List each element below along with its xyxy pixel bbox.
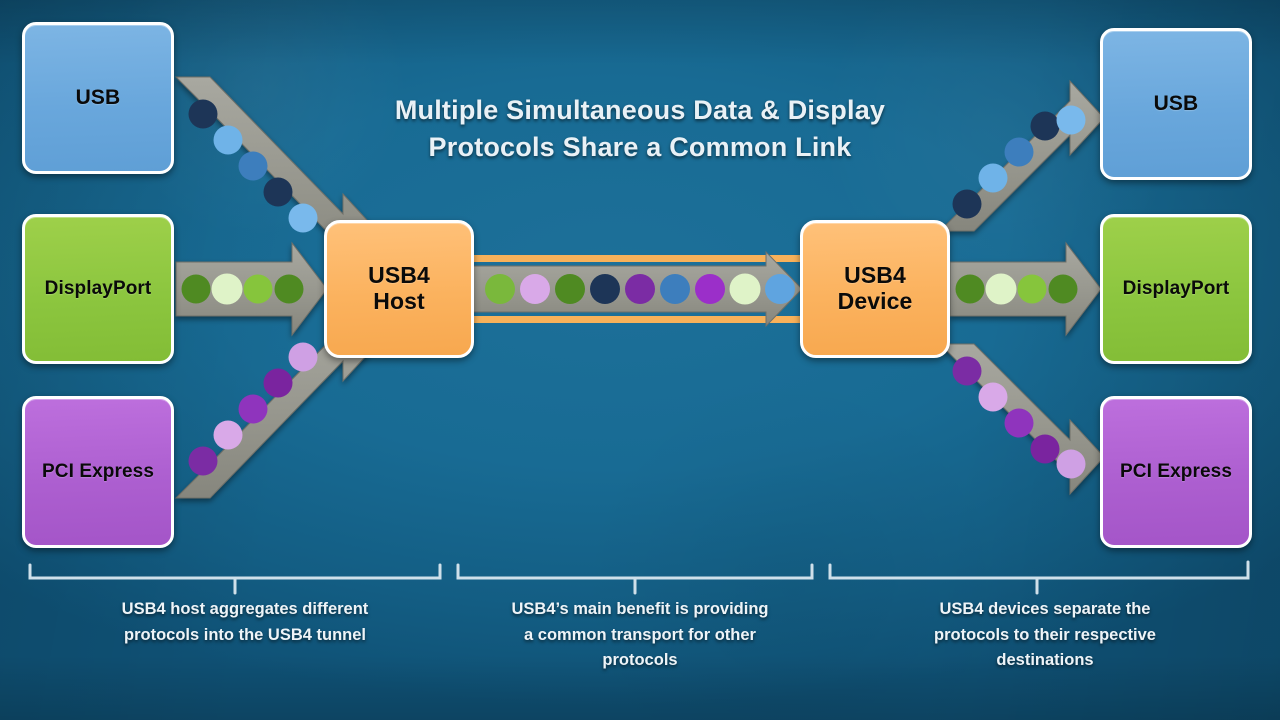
- node-displayport-right[interactable]: DisplayPort: [1100, 214, 1252, 364]
- caption-line: destinations: [996, 651, 1094, 670]
- node-label-line1: USB4: [368, 262, 430, 289]
- node-pciexpress-left[interactable]: PCI Express: [22, 396, 174, 548]
- node-label-line2: Device: [837, 288, 913, 314]
- caption-line: USB4 host aggregates different: [121, 600, 369, 618]
- arrow-right-dp-dots: [955, 273, 1078, 305]
- node-label-line2: Host: [373, 288, 425, 314]
- caption-line: a common transport for other: [524, 625, 756, 644]
- arrow-left-dp-dots: [181, 273, 304, 305]
- node-usb-right[interactable]: USB: [1100, 28, 1252, 180]
- node-label: USB: [1153, 92, 1199, 116]
- node-displayport-left[interactable]: DisplayPort: [22, 214, 174, 364]
- node-label: USB: [75, 86, 121, 110]
- node-label: PCI Express: [42, 461, 154, 483]
- node-label: DisplayPort: [1122, 278, 1230, 300]
- caption-line: USB4 devices separate the: [939, 600, 1151, 618]
- caption-middle: USB4’s main benefit is providing a commo…: [455, 597, 825, 674]
- caption-line: protocols: [602, 651, 678, 670]
- caption-line: USB4’s main benefit is providing: [511, 600, 769, 618]
- title-line-1: Multiple Simultaneous Data & Display: [394, 95, 886, 125]
- title-line-2: Protocols Share a Common Link: [428, 131, 852, 162]
- node-usb-left[interactable]: USB: [22, 22, 174, 174]
- arrow-right-pcie-dots: [952, 356, 1086, 479]
- diagram-title: Multiple Simultaneous Data & Display Pro…: [330, 92, 950, 165]
- node-label: PCI Express: [1120, 461, 1232, 483]
- arrow-right-usb-dots: [952, 105, 1086, 219]
- arrow-left-usb-dots: [188, 99, 318, 233]
- caption-right: USB4 devices separate the protocols to t…: [855, 597, 1235, 674]
- node-label-line1: USB4: [844, 262, 906, 289]
- bracket-right: [828, 560, 1250, 595]
- caption-line: protocols into the USB4 tunnel: [124, 625, 366, 644]
- bracket-middle: [456, 563, 814, 595]
- caption-line: protocols to their respective: [934, 625, 1156, 644]
- caption-left: USB4 host aggregates different protocols…: [55, 597, 435, 648]
- bracket-left: [28, 563, 442, 595]
- usb4-tunnel-dots: [485, 273, 795, 305]
- node-pciexpress-right[interactable]: PCI Express: [1100, 396, 1252, 548]
- node-label: DisplayPort: [44, 278, 152, 300]
- arrow-left-pcie-dots: [188, 342, 318, 476]
- node-usb4-host[interactable]: USB4 Host: [324, 220, 474, 358]
- node-usb4-device[interactable]: USB4 Device: [800, 220, 950, 358]
